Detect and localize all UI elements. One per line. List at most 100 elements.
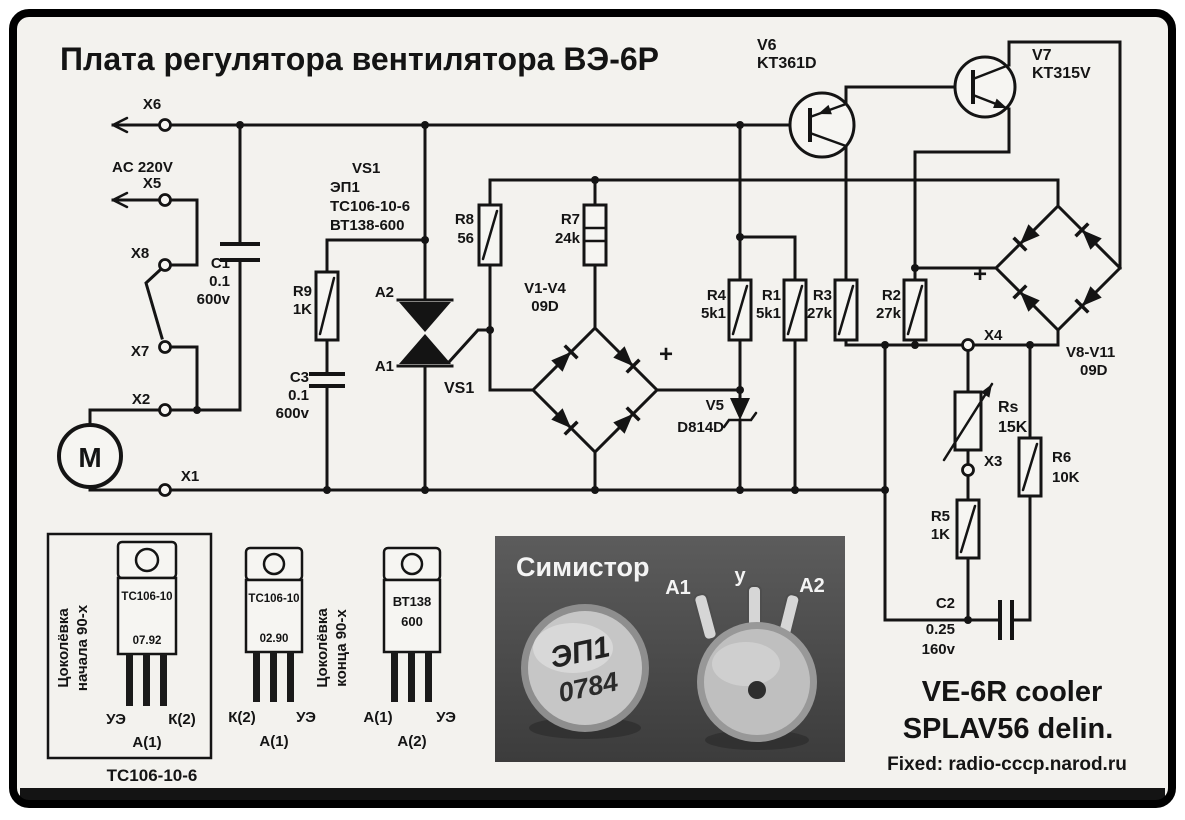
pkg3-pin-left: А(1) [363, 709, 392, 726]
pkg2-pin-mid: А(1) [259, 733, 288, 750]
pinout-box [46, 532, 213, 760]
pnp-arrow-icon [818, 104, 832, 115]
resistor-r1: R1 5k1 [756, 278, 808, 342]
vs1-type-note: VS1 ЭП1 ТС106-10-6 ВТ138-600 [330, 160, 410, 234]
terminal-x7-label: X7 [131, 343, 149, 360]
pkg3-leg [391, 652, 398, 702]
r8-ref: R8 [455, 211, 474, 228]
r3-ref: R3 [813, 287, 832, 304]
pkg2-body [244, 578, 304, 654]
terminal-x3: X3 [961, 453, 1002, 477]
pkg3-leg [425, 652, 432, 702]
page-title: Плата регулятора вентилятора ВЭ-6Р [60, 41, 659, 77]
pkg2-date: 02.90 [260, 633, 289, 645]
r1-value: 5k1 [756, 305, 781, 322]
pkg3-body [382, 578, 442, 654]
terminal-x1-label: X1 [181, 468, 199, 485]
vs1-note-line2: ЭП1 [330, 179, 360, 196]
c3-voltage: 600v [276, 405, 310, 422]
terminal-x6-label: X6 [143, 96, 161, 113]
pkg1-pin-right: К(2) [168, 711, 196, 728]
motor-label: M [78, 442, 101, 473]
r3-value: 27k [807, 305, 833, 322]
triac-a2-label: A2 [375, 284, 394, 301]
pkg1-leg [160, 654, 167, 706]
zener-v5: V5 D814D [677, 397, 758, 436]
pkg3-mount-hole [400, 552, 424, 576]
triac-ref-label: VS1 [444, 380, 474, 397]
pkg1-mount-hole [134, 547, 160, 573]
terminal-x6: X6 [111, 96, 172, 134]
pot-arrow-icon [980, 384, 992, 398]
resistor-r5: R5 1K [931, 498, 981, 560]
r4-ref: R4 [707, 287, 727, 304]
vs1-note-line1: VS1 [352, 160, 380, 177]
c3-ref: C3 [290, 369, 309, 386]
terminal-x1: X1 [158, 468, 199, 497]
v6-ref: V6 [757, 37, 777, 54]
pkg2-name: ТС106-10 [248, 593, 299, 605]
pkg1-pin-mid: А(1) [132, 734, 161, 751]
pkg1-body [116, 576, 178, 656]
bridge1-ref: V1-V4 [524, 280, 566, 297]
c1-ref: C1 [211, 255, 230, 272]
c2-voltage: 160v [922, 641, 956, 658]
r9-value: 1K [293, 301, 312, 318]
v5-ref: V5 [706, 397, 724, 414]
arrow-left-icon [111, 191, 129, 209]
terminal-x5: X5 [111, 175, 172, 209]
triac-can-right: A1 у A2 [665, 565, 825, 750]
resistor-r8: R8 56 [455, 203, 503, 267]
pkg2-leg [287, 652, 294, 702]
capacitor-c3: C3 0.1 600v [276, 369, 345, 422]
pkg1-era-line2: начала 90-х [74, 604, 91, 691]
vs1-note-line3: ТС106-10-6 [330, 198, 410, 215]
terminal-x5-label: X5 [143, 175, 161, 192]
pkg1-leg [126, 654, 133, 706]
pkg1-name: ТС106-10 [121, 591, 172, 603]
terminal-x2: X2 [132, 391, 172, 417]
r7-value: 24k [555, 230, 581, 247]
credits: VE-6R cooler SPLAV56 delin. Fixed: radio… [887, 676, 1127, 775]
frame-border [9, 9, 1176, 808]
capacitor-c1: C1 0.1 600v [197, 242, 260, 308]
arrow-left-icon [111, 116, 129, 134]
rs-value: 15K [998, 419, 1028, 436]
r2-value: 27k [876, 305, 902, 322]
terminal-x4-label: X4 [984, 327, 1003, 344]
pkg3-pin-right: УЭ [436, 709, 456, 726]
r5-ref: R5 [931, 508, 950, 525]
resistor-r6: R6 10K [1017, 436, 1080, 498]
resistor-r3: R3 27k [807, 278, 859, 342]
pinout-pkg1: Цоколёвка начала 90-х ТС106-10 07.92 УЭ … [46, 532, 213, 760]
v7-ref: V7 [1032, 47, 1052, 64]
terminal-x3-label: X3 [984, 453, 1002, 470]
c1-voltage: 600v [197, 291, 231, 308]
pinout-caption: ТС106-10-6 [107, 766, 198, 785]
pkg1-leg [143, 654, 150, 706]
terminal-x4: X4 [961, 327, 1003, 352]
r9-ref: R9 [293, 283, 312, 300]
pkg3-value: 600 [401, 614, 423, 629]
terminal-x8-label: X8 [131, 245, 149, 262]
pkg2-mount-hole [262, 552, 286, 576]
credit-line1: VE-6R cooler [922, 676, 1103, 708]
r8-value: 56 [457, 230, 474, 247]
pkg1-era-line1: Цоколёвка [55, 608, 72, 688]
diode-bridge-v8-v11: + V8-V11 09D [973, 203, 1123, 379]
photo-title: Симистор [516, 552, 650, 582]
bridge2-plus: + [973, 261, 987, 288]
r4-value: 5k1 [701, 305, 726, 322]
pkg2-era-line2: конца 90-х [333, 609, 350, 687]
pkg2-leg [270, 652, 277, 702]
pkg3-pin-mid: А(2) [397, 733, 426, 750]
motor: M [57, 423, 123, 489]
diode-bridge-v1-v4: V1-V4 09D + [524, 280, 673, 455]
pinout-pkg2: ТС106-10 02.90 К(2) УЭ А(1) Цоколёвка ко… [228, 546, 350, 750]
can-pin-a1 [693, 593, 718, 641]
resistor-r4: R4 5k1 [701, 278, 753, 342]
bridge2-ref: V8-V11 [1066, 344, 1115, 361]
bridge2-type: 09D [1080, 362, 1108, 379]
